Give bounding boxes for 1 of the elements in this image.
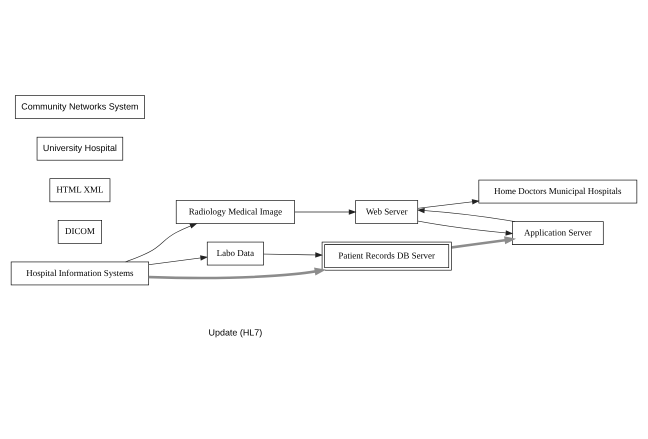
label: Update (HL7) <box>208 326 262 337</box>
